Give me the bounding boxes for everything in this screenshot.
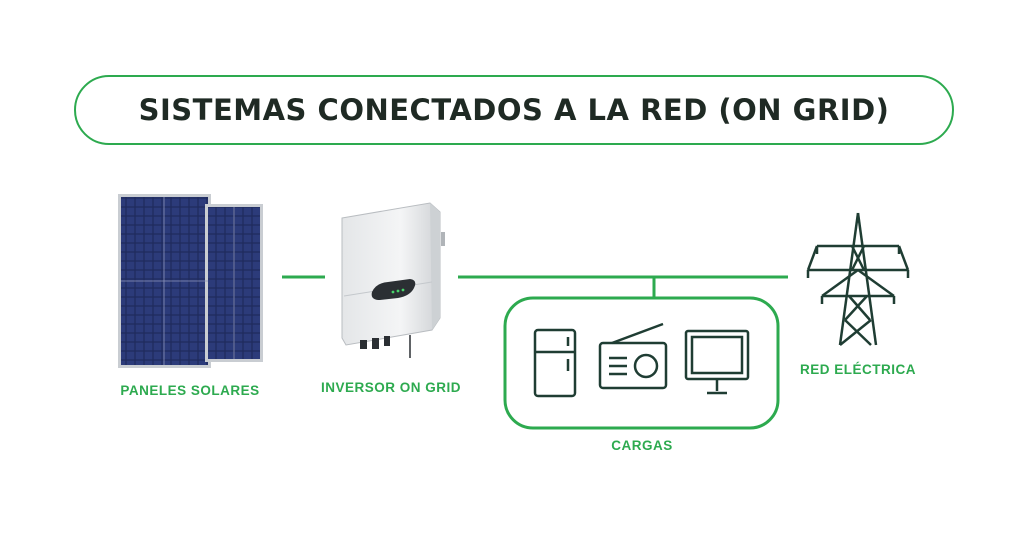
refrigerator-icon bbox=[533, 328, 577, 398]
panels-label: PANELES SOLARES bbox=[120, 383, 260, 398]
solar-panels bbox=[118, 194, 263, 368]
inverter-label: INVERSOR ON GRID bbox=[320, 380, 461, 395]
monitor-icon bbox=[684, 329, 750, 395]
loads-label: CARGAS bbox=[611, 438, 673, 453]
page-title: SISTEMAS CONECTADOS A LA RED (ON GRID) bbox=[138, 93, 890, 127]
grid-label: RED ELÉCTRICA bbox=[799, 362, 916, 377]
loads-box bbox=[503, 296, 780, 430]
radio-icon bbox=[598, 322, 668, 390]
inverter bbox=[341, 202, 445, 358]
title-banner: SISTEMAS CONECTADOS A LA RED (ON GRID) bbox=[74, 75, 954, 145]
transmission-tower-icon bbox=[806, 212, 910, 346]
